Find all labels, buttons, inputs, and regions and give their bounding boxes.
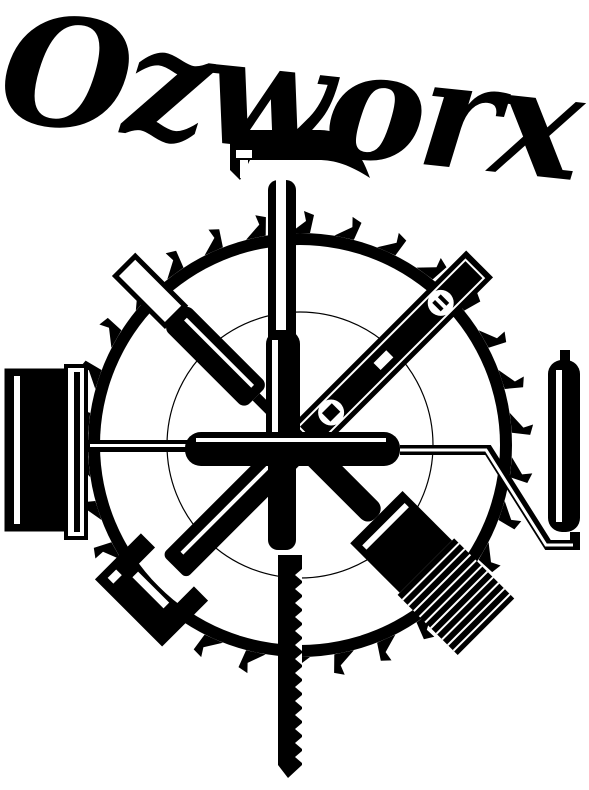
saw-tooth xyxy=(246,215,266,240)
jigsaw-tooth xyxy=(295,681,302,693)
saw-tooth xyxy=(290,211,314,233)
center-handle-icon xyxy=(185,432,400,466)
jigsaw-blade-icon xyxy=(278,555,302,778)
saw-tooth xyxy=(193,634,223,658)
jigsaw-tooth xyxy=(295,597,302,609)
jigsaw-tooth xyxy=(295,569,302,581)
saw-tooth xyxy=(509,412,534,435)
jigsaw-tooth xyxy=(295,737,302,749)
saw-tooth xyxy=(99,317,122,348)
saw-tooth xyxy=(238,650,266,674)
brand-wordmark: Ozworx xyxy=(0,0,589,216)
jigsaw-tooth xyxy=(295,723,302,735)
saw-tooth xyxy=(416,258,447,280)
saw-tooth xyxy=(377,634,396,661)
jigsaw-tooth xyxy=(295,639,302,651)
jigsaw-tooth xyxy=(295,709,302,721)
saw-tooth xyxy=(165,250,184,280)
jigsaw-tooth xyxy=(295,625,302,637)
jigsaw-tooth xyxy=(295,611,302,623)
saw-tooth xyxy=(377,232,407,256)
sanding-block-icon xyxy=(4,364,196,540)
saw-tooth xyxy=(478,330,507,348)
saw-tooth xyxy=(509,457,533,483)
saw-tooth xyxy=(93,542,122,560)
spirit-level-icon xyxy=(289,250,494,455)
jigsaw-tooth xyxy=(295,667,302,679)
jigsaw-tooth xyxy=(295,695,302,707)
saw-tooth xyxy=(334,216,362,240)
paint-roller-icon xyxy=(400,350,580,550)
saw-tooth xyxy=(478,542,501,573)
saw-tooth xyxy=(498,501,522,530)
saw-tooth xyxy=(498,370,524,389)
saw-tooth xyxy=(334,650,354,675)
jigsaw-tooth xyxy=(295,751,302,763)
saw-tooth xyxy=(204,229,223,256)
jigsaw-tooth xyxy=(295,653,302,665)
jigsaw-tooth xyxy=(295,583,302,595)
